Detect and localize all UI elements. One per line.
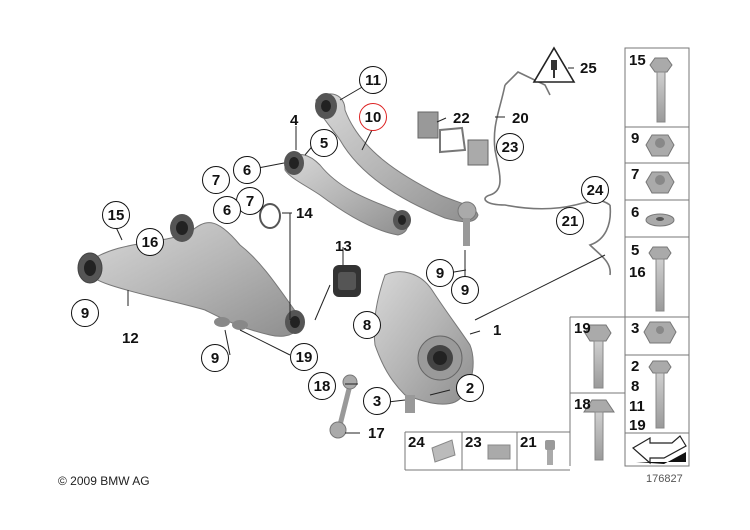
callout-3[interactable]: 3 (363, 387, 391, 415)
sensor-bracket (417, 111, 489, 166)
rubber-mount (333, 265, 361, 297)
callout-5[interactable]: 5 (310, 129, 338, 157)
callout-24[interactable]: 24 (581, 176, 609, 204)
label-1[interactable]: 1 (493, 322, 502, 339)
callout-2[interactable]: 2 (456, 374, 484, 402)
callout-9[interactable]: 9 (426, 259, 454, 287)
label-4[interactable]: 4 (290, 112, 299, 129)
panel-label-2: 2 (631, 358, 640, 375)
panel-label-3: 3 (631, 320, 640, 337)
label-12[interactable]: 12 (122, 330, 139, 347)
panel-label-7: 7 (631, 166, 640, 183)
label-20[interactable]: 20 (512, 110, 529, 127)
label-13[interactable]: 13 (335, 238, 352, 255)
toe-link (329, 374, 358, 439)
callout-21[interactable]: 21 (556, 207, 584, 235)
copyright-text: © 2009 BMW AG (58, 474, 150, 488)
callout-15[interactable]: 15 (102, 201, 130, 229)
label-17[interactable]: 17 (368, 425, 385, 442)
callout-6[interactable]: 6 (233, 156, 261, 184)
label-22[interactable]: 22 (453, 110, 470, 127)
wishbone-arm-10 (315, 93, 479, 246)
callout-23[interactable]: 23 (496, 133, 524, 161)
callout-16[interactable]: 16 (136, 228, 164, 256)
panel-label-19: 19 (574, 320, 591, 337)
callout-9[interactable]: 9 (201, 344, 229, 372)
panel-label-24: 24 (408, 434, 425, 451)
panel-label-16: 16 (629, 264, 646, 281)
panel-label-8: 8 (631, 378, 640, 395)
o-ring (259, 203, 281, 229)
panel-label-21: 21 (520, 434, 537, 451)
wheel-carrier (373, 271, 474, 413)
panel-label-19b: 19 (629, 417, 646, 434)
label-14[interactable]: 14 (296, 205, 313, 222)
camber-arm (284, 151, 411, 236)
callout-10-highlighted[interactable]: 10 (359, 103, 387, 131)
callout-9[interactable]: 9 (451, 276, 479, 304)
callout-19[interactable]: 19 (290, 343, 318, 371)
callout-11[interactable]: 11 (359, 66, 387, 94)
diagram-part-number: 176827 (646, 473, 683, 485)
panel-label-6: 6 (631, 204, 640, 221)
panel-label-5: 5 (631, 242, 640, 259)
label-25[interactable]: 25 (580, 60, 597, 77)
panel-label-15: 15 (629, 52, 646, 69)
callout-9[interactable]: 9 (71, 299, 99, 327)
callout-6[interactable]: 6 (213, 196, 241, 224)
side-panel-grid (404, 47, 690, 471)
direction-arrow-icon (631, 435, 687, 465)
callout-18[interactable]: 18 (308, 372, 336, 400)
callout-7[interactable]: 7 (202, 166, 230, 194)
leader-lines (114, 67, 606, 434)
wheel-speed-sensor-cable (484, 71, 612, 276)
lower-control-arm (77, 214, 305, 337)
warning-triangle-icon (532, 46, 576, 83)
panel-label-9: 9 (631, 130, 640, 147)
callout-8[interactable]: 8 (353, 311, 381, 339)
side-panel-parts (431, 57, 677, 465)
panel-label-18: 18 (574, 396, 591, 413)
panel-label-23: 23 (465, 434, 482, 451)
panel-label-11: 11 (629, 398, 645, 415)
